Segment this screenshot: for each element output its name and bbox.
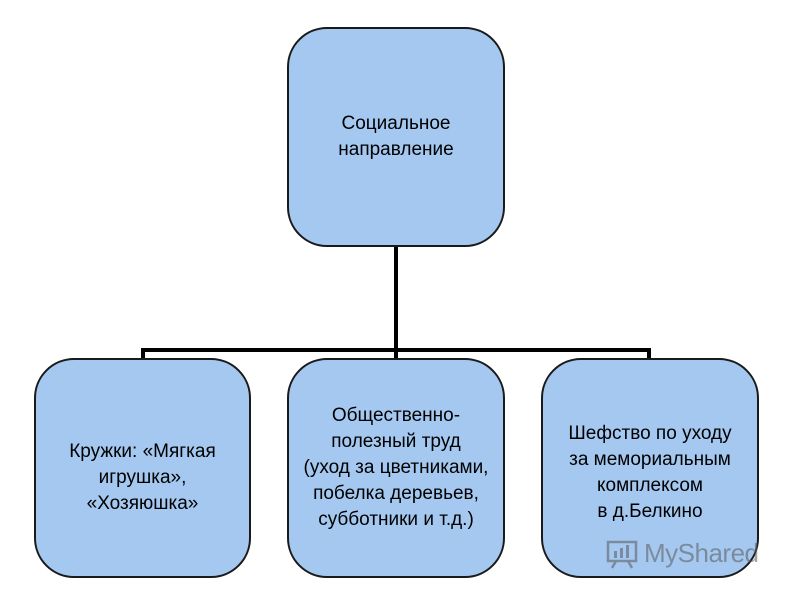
watermark-text: MyShared bbox=[644, 538, 759, 568]
child-node-memorial-patronage: Шефство по уходу за мемориальным комплек… bbox=[541, 358, 759, 578]
child-node-clubs: Кружки: «Мягкая игрушка», «Хозяюшка» bbox=[34, 358, 251, 578]
child-node-memorial-patronage-label: Шефство по уходу за мемориальным комплек… bbox=[568, 423, 732, 522]
myshared-watermark: MyShared bbox=[606, 538, 759, 569]
child-node-community-work: Общественно- полезный труд (уход за цвет… bbox=[287, 358, 505, 578]
root-node-social-direction: Социальное направление bbox=[287, 27, 505, 247]
root-node-label: Социальное направление bbox=[338, 113, 454, 160]
child-node-clubs-label: Кружки: «Мягкая игрушка», «Хозяюшка» bbox=[69, 441, 216, 514]
child-node-community-work-label: Общественно- полезный труд (уход за цвет… bbox=[303, 405, 489, 530]
presentation-board-icon bbox=[606, 540, 638, 569]
